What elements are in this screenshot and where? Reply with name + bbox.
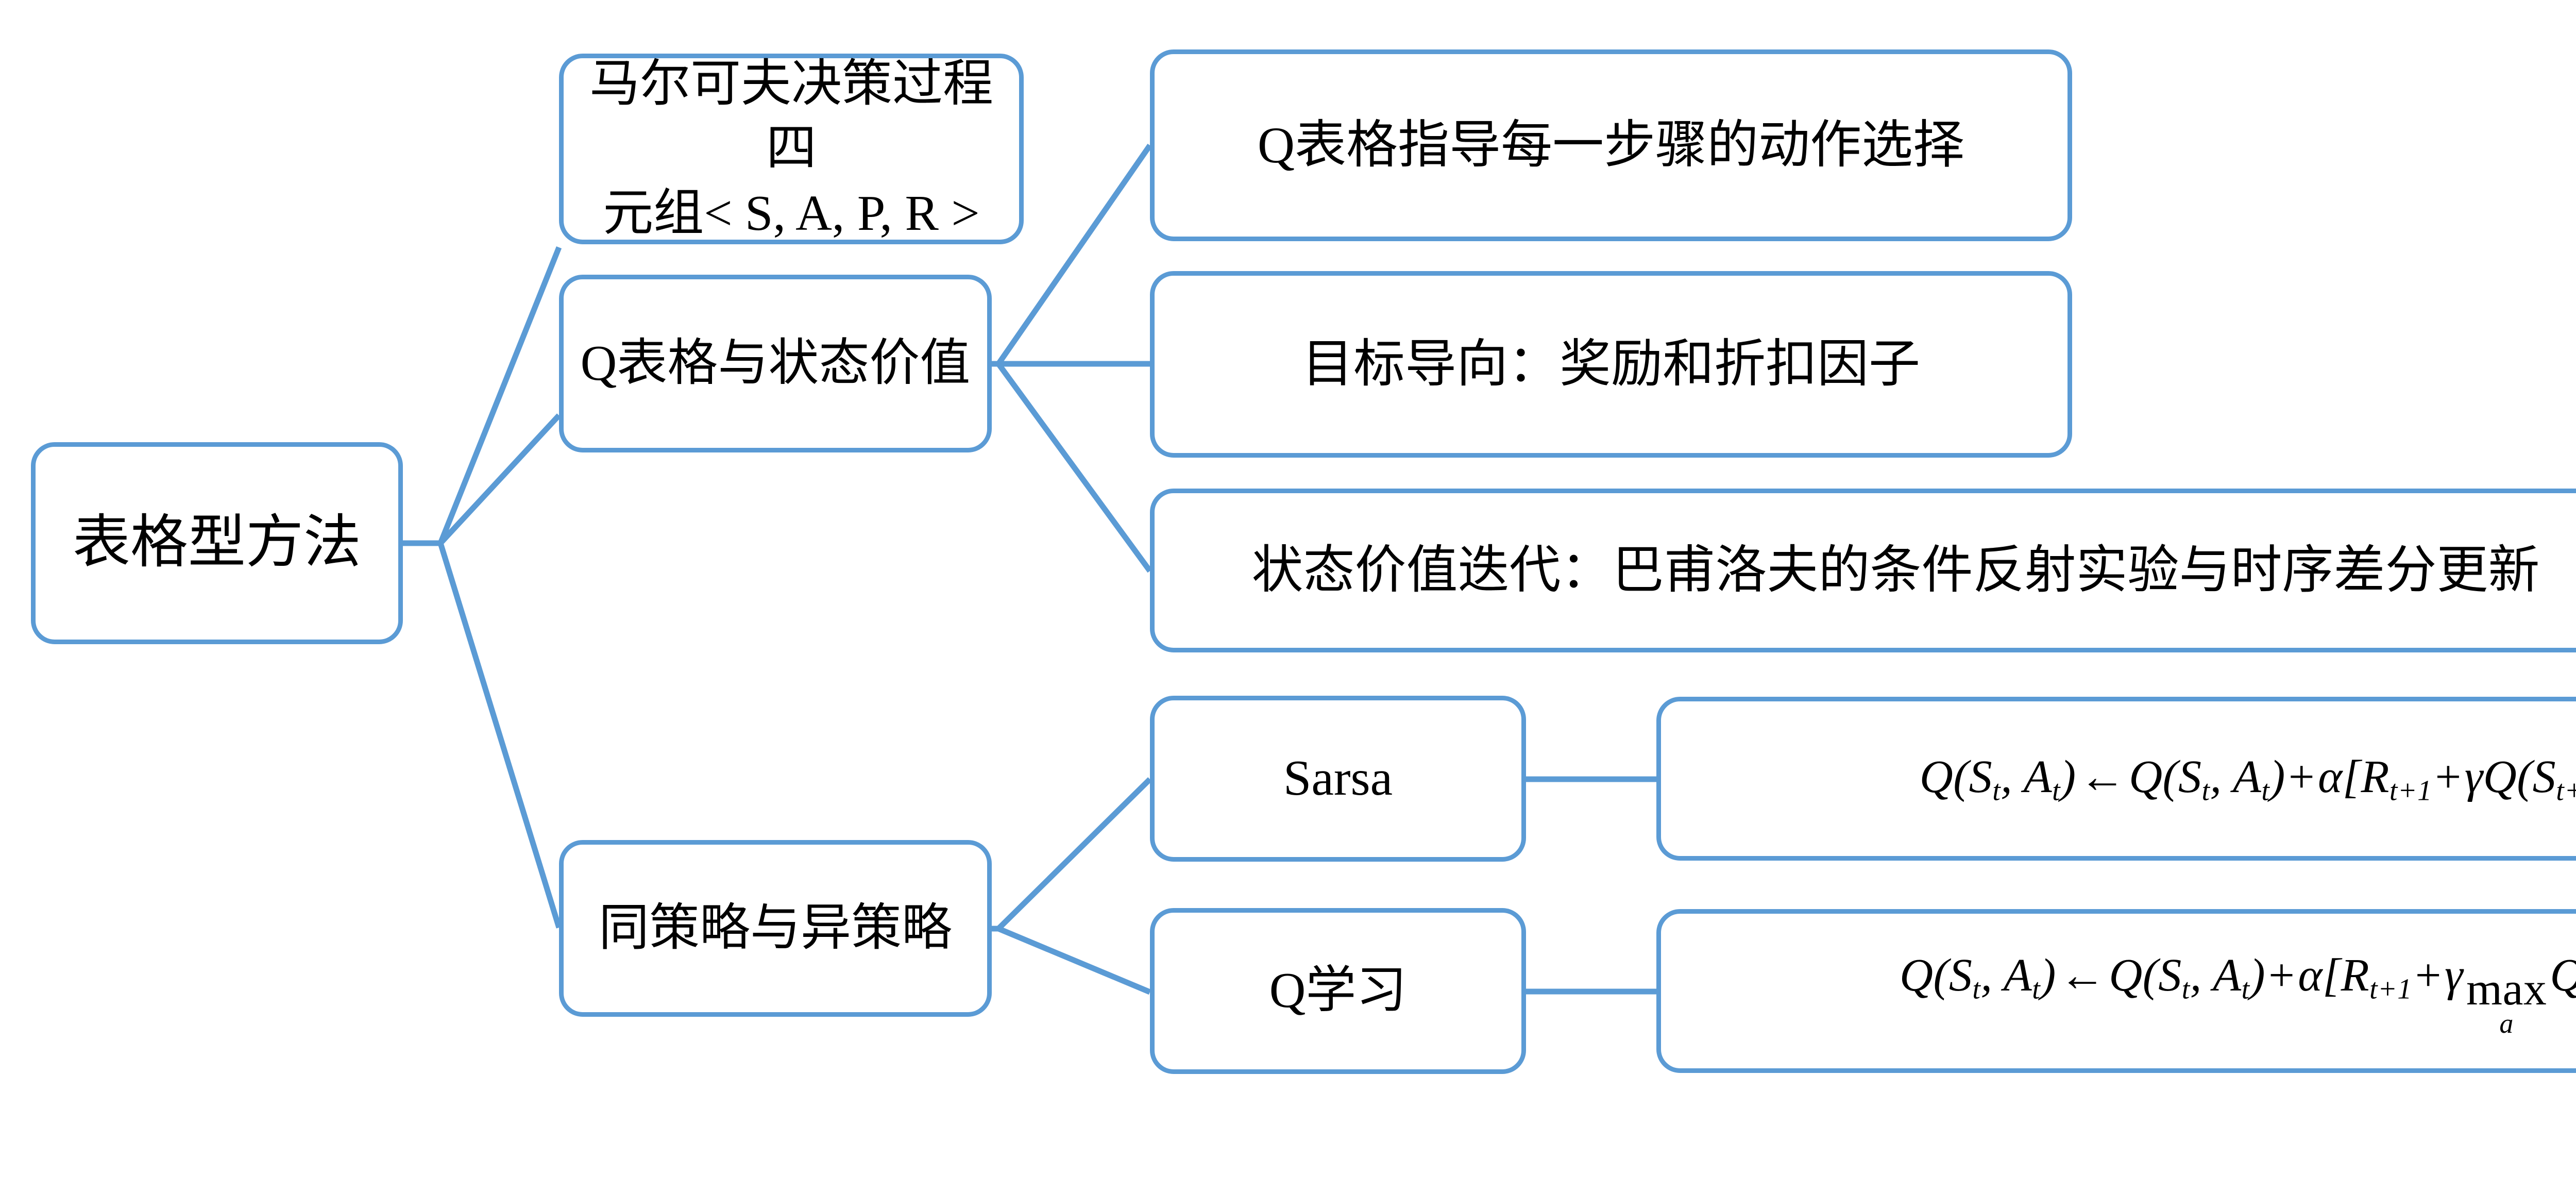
node-q-table-action-selection-label: Q表格指导每一步骤的动作选择 xyxy=(1257,116,1965,174)
node-on-policy-and-off-policy[interactable]: 同策略与异策略 xyxy=(559,840,992,1017)
edge-root-policy xyxy=(437,542,562,929)
node-markov-decision-process[interactable]: 马尔可夫决策过程四 元组< S, A, P, R > xyxy=(559,54,1024,244)
edge-root-mdp xyxy=(437,246,562,545)
edge-qtable-valueiter xyxy=(996,362,1153,573)
node-sarsa[interactable]: Sarsa xyxy=(1150,696,1526,862)
node-root-label: 表格型方法 xyxy=(73,511,361,575)
node-sarsa-label: Sarsa xyxy=(1283,750,1393,807)
edge-policy-qlearning xyxy=(997,926,1151,995)
node-q-table-action-selection[interactable]: Q表格指导每一步骤的动作选择 xyxy=(1150,49,2072,241)
edge-root-qtable xyxy=(438,413,562,545)
node-markov-decision-process-label: 马尔可夫决策过程四 元组< S, A, P, R > xyxy=(589,56,993,241)
node-goal-oriented-reward-discount-label: 目标导向：奖励和折扣因子 xyxy=(1302,335,1920,393)
node-q-learning[interactable]: Q学习 xyxy=(1150,908,1526,1074)
edge-policy-sarsa xyxy=(996,777,1152,931)
sarsa-update-equation-text: Q(St, At)←Q(St, At)+α[Rt+1+γQ(St+1, At+1… xyxy=(1919,751,2576,808)
node-on-policy-and-off-policy-label: 同策略与异策略 xyxy=(598,900,952,956)
node-q-learning-update-equation[interactable]: Q(St, At)←Q(St, At)+α[Rt+1+γmaxaQ(St+1, … xyxy=(1656,909,2576,1073)
node-sarsa-update-equation[interactable]: Q(St, At)←Q(St, At)+α[Rt+1+γQ(St+1, At+1… xyxy=(1656,697,2576,861)
node-goal-oriented-reward-discount[interactable]: 目标导向：奖励和折扣因子 xyxy=(1150,271,2072,458)
node-q-table-and-state-value-label: Q表格与状态价值 xyxy=(580,335,971,391)
node-root[interactable]: 表格型方法 xyxy=(31,442,403,644)
node-state-value-iteration-label: 状态价值迭代：巴甫洛夫的条件反射实验与时序差分更新 xyxy=(1251,542,2540,599)
node-q-table-and-state-value[interactable]: Q表格与状态价值 xyxy=(559,275,992,452)
node-state-value-iteration[interactable]: 状态价值迭代：巴甫洛夫的条件反射实验与时序差分更新 xyxy=(1150,489,2576,652)
node-q-learning-label: Q学习 xyxy=(1269,963,1407,1019)
q-learning-update-equation-text: Q(St, At)←Q(St, At)+α[Rt+1+γmaxaQ(St+1, … xyxy=(1899,949,2576,1039)
